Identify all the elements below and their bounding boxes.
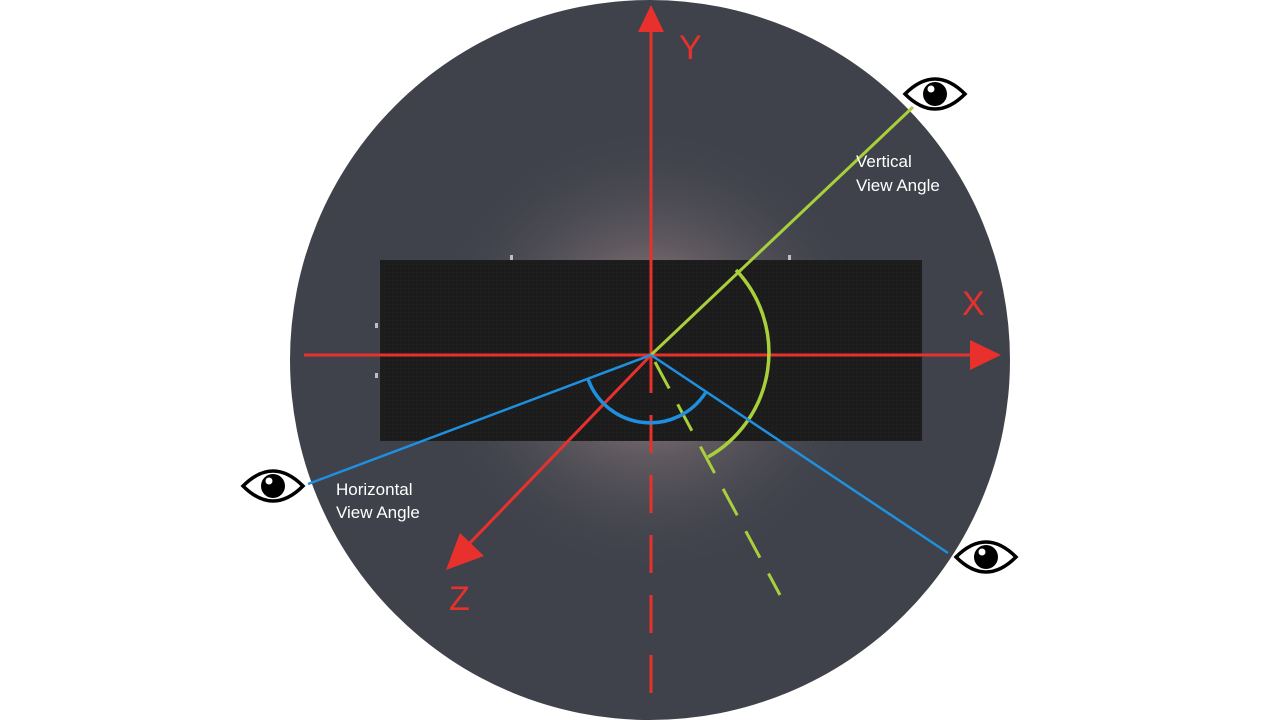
y-axis-label: Y	[679, 29, 702, 67]
x-axis-arrow	[970, 340, 1001, 370]
panel-tick	[510, 255, 513, 260]
horizontal-view-line-right	[650, 353, 949, 555]
x-axis-label: X	[962, 285, 985, 323]
z-axis-arrow	[446, 533, 484, 570]
eye-icon	[240, 469, 306, 503]
panel-tick	[788, 255, 791, 260]
vertical-angle-label-line2: View Angle	[856, 176, 940, 195]
horizontal-angle-label-line1: Horizontal	[336, 480, 413, 499]
horizontal-view-line-left	[307, 353, 652, 486]
horizontal-angle-label-line2: View Angle	[336, 503, 420, 522]
z-axis-line	[466, 353, 653, 547]
vertical-view-dashed	[653, 361, 782, 596]
panel-tick	[375, 373, 378, 378]
horizontal-angle-arc	[586, 378, 708, 425]
z-axis-label: Z	[449, 580, 470, 618]
panel-tick	[375, 323, 378, 328]
vertical-view-line	[649, 105, 915, 357]
vertical-angle-arc	[707, 268, 771, 459]
y-axis-arrow	[638, 5, 664, 32]
eye-icon	[953, 540, 1019, 574]
vertical-angle-label-line1: Vertical	[856, 152, 912, 171]
eye-icon	[902, 77, 968, 111]
